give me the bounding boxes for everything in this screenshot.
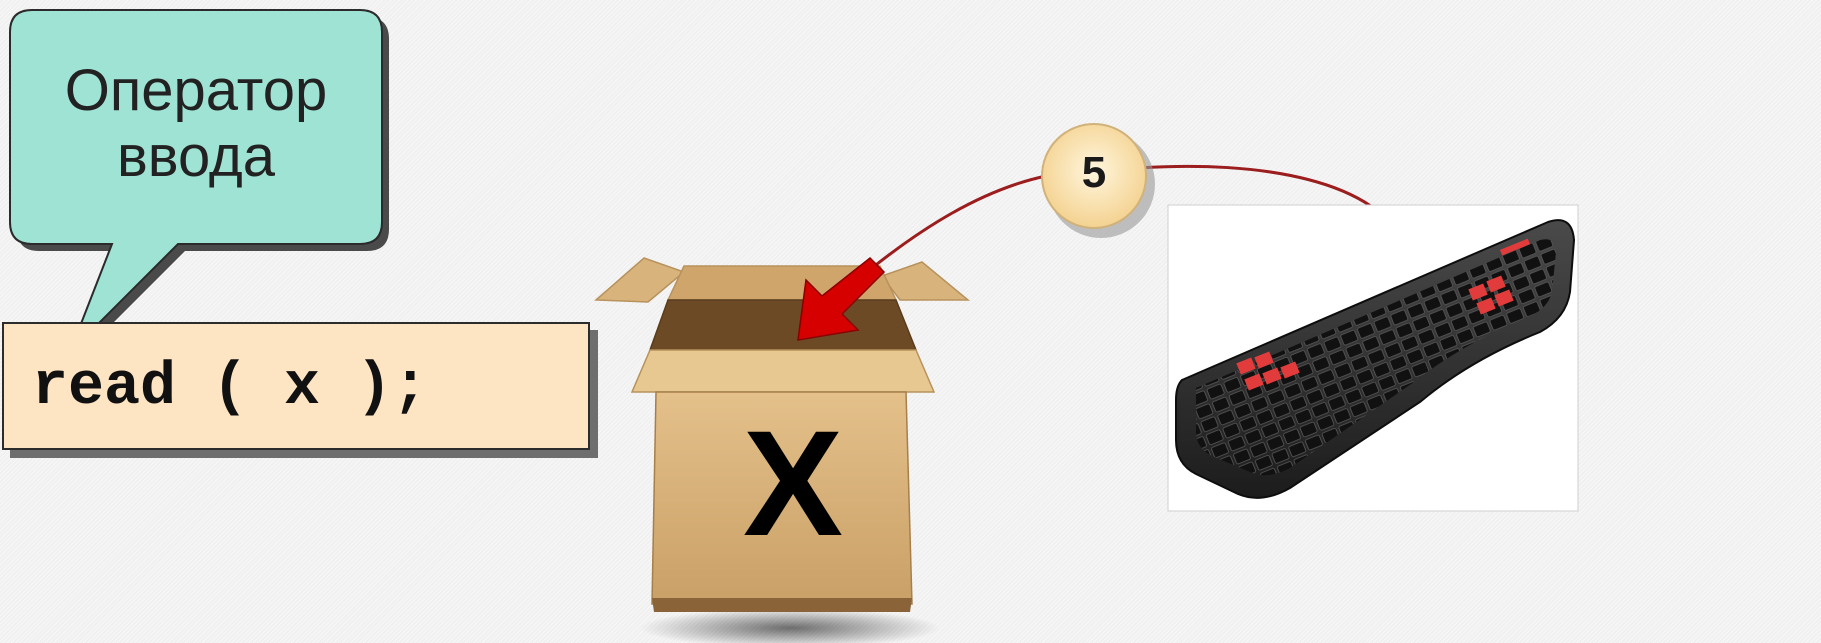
input-path-line: [871, 174, 1047, 270]
callout-bubble-shape: [9, 9, 383, 353]
callout-line-2: ввода: [116, 124, 276, 189]
keyboard-icon: [1175, 219, 1576, 499]
box-left-flap: [594, 257, 686, 303]
code-statement: read ( x );: [32, 354, 429, 422]
code-box: read ( x );: [2, 322, 590, 450]
box-front-flap: [630, 349, 936, 393]
value-circle: [1041, 123, 1155, 238]
value-circle-label: 5: [1081, 148, 1107, 197]
box-shadow: [640, 608, 940, 643]
box-front: [651, 391, 913, 605]
callout-text: Оператор ввода: [16, 58, 376, 190]
keyboard-image: [1167, 204, 1579, 512]
value-circle-shape: [1041, 123, 1147, 229]
box-opening: [648, 299, 918, 351]
callout-bubble: [9, 9, 389, 359]
box-image: [594, 257, 971, 643]
box-right-flap: [880, 261, 971, 301]
arrow-down-left-icon: [797, 256, 886, 341]
box-base: [652, 598, 912, 612]
box-variable-label: X: [742, 399, 844, 567]
callout-line-1: Оператор: [64, 58, 328, 123]
